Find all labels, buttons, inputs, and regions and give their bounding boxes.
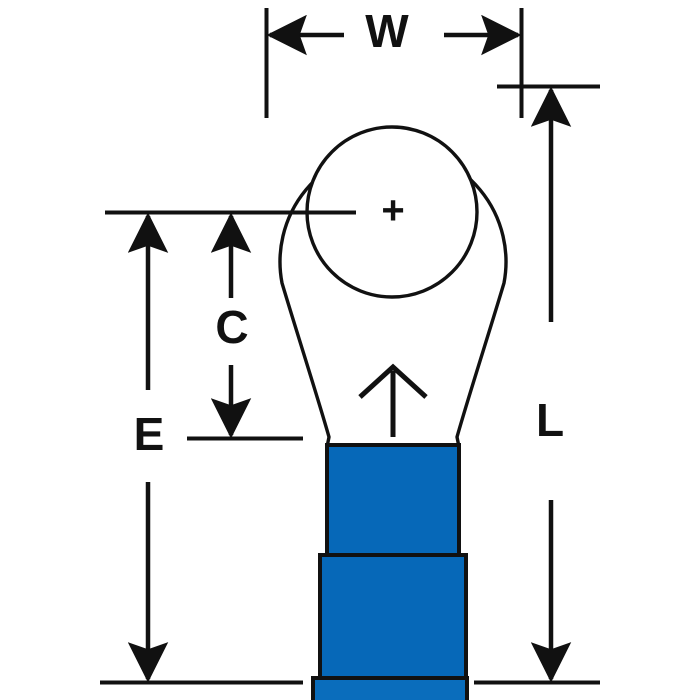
barrel-end-flange: [311, 676, 469, 700]
dimension-label-c: C: [215, 301, 248, 353]
insulated-barrel-group: [311, 443, 469, 700]
terminal-outline-group: [278, 125, 508, 449]
hole-center-plus-mark: +: [381, 189, 404, 233]
up-arrow-head: [358, 363, 428, 399]
barrel-lower-section: [318, 553, 468, 682]
dimension-label-e: E: [134, 408, 165, 460]
dimension-l-group: L: [474, 84, 600, 685]
dimension-label-l: L: [536, 394, 564, 446]
barrel-upper-section: [325, 443, 461, 557]
up-arrow-icon: [358, 363, 428, 437]
dimension-label-w: W: [365, 5, 409, 57]
dimension-w-group: W: [264, 5, 524, 118]
dimension-e-group: E: [100, 212, 303, 685]
dimension-c-group: C: [187, 212, 303, 441]
